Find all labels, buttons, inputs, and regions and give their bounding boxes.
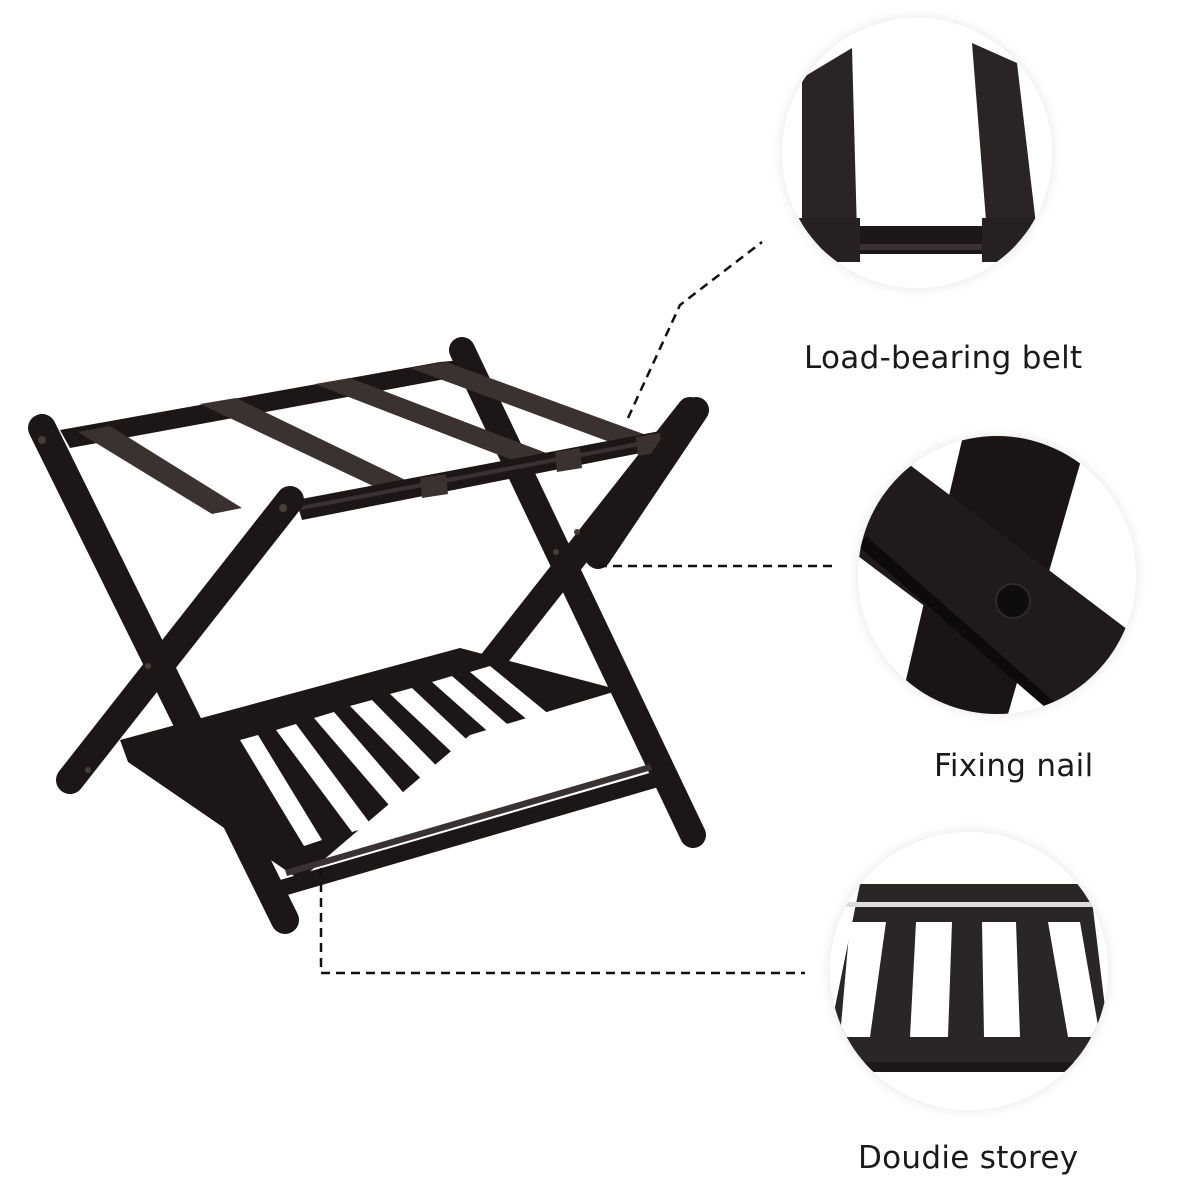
- shelf-slat-gaps: [240, 666, 600, 846]
- callout-label-belt: Load-bearing belt: [804, 340, 1083, 376]
- callout-label-nail: Fixing nail: [934, 748, 1094, 784]
- leader-line-storey: [319, 868, 805, 975]
- shelf-slats-detail-image: [830, 832, 1108, 1110]
- top-straps: [78, 362, 660, 514]
- leader-line-belt: [626, 241, 763, 419]
- hinge-pins: [38, 436, 580, 773]
- callout-circle-nail: [858, 436, 1136, 714]
- top-back-rail: [60, 360, 462, 448]
- callout-label-storey: Doudie storey: [858, 1140, 1079, 1176]
- hinge-nail-detail-image: [858, 436, 1136, 714]
- callout-circle-storey: [830, 832, 1108, 1110]
- leader-lines: [319, 241, 835, 975]
- strap-detail-image: [782, 18, 1052, 288]
- callout-circle-belt: [782, 18, 1052, 288]
- lower-shelf: [120, 648, 662, 896]
